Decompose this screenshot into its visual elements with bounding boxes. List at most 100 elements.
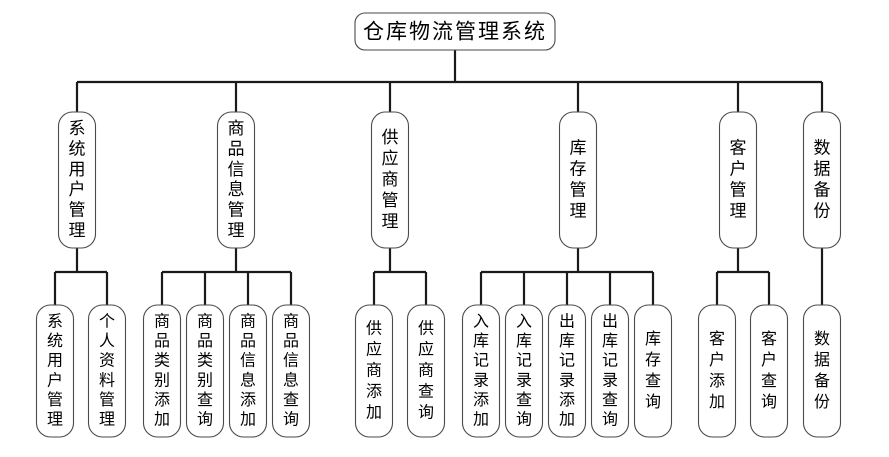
node-label-char: 加 (154, 410, 170, 429)
node-label-char: 商 (366, 361, 382, 380)
leaf-node-box (749, 304, 789, 438)
node-label-char: 询 (283, 410, 299, 429)
node-label-char: 库 (645, 329, 661, 348)
node-label-char: 统 (69, 140, 86, 160)
node-label-char: 商 (240, 311, 256, 330)
node-label-char: 库 (602, 331, 618, 350)
node-label-char: 查 (283, 390, 299, 409)
leaf-node-box (547, 304, 587, 438)
node-label-char: 记 (602, 351, 618, 370)
node-label-char: 理 (47, 410, 63, 429)
leaf-node-box (590, 304, 630, 438)
node-label-char: 品 (283, 331, 299, 350)
node-label-char: 录 (473, 370, 489, 389)
node-label-char: 品 (240, 331, 256, 350)
node-label-char: 户 (47, 370, 63, 389)
node-label-char: 理 (570, 202, 587, 222)
node-label-char: 息 (240, 370, 256, 389)
node-label-char: 品 (228, 140, 245, 160)
node-label-char: 管 (99, 390, 115, 409)
node-label-char: 询 (645, 392, 661, 411)
node-label-char: 户 (761, 350, 777, 369)
node-label-char: 应 (418, 340, 434, 359)
node-label-char: 理 (730, 202, 747, 222)
node-label-char: 管 (228, 201, 245, 221)
node-label-char: 类 (197, 351, 213, 370)
root-node-box (354, 12, 556, 51)
node-label-char: 用 (47, 351, 63, 370)
node-label-char: 录 (602, 370, 618, 389)
root-node-label: 仓库物流管理系统 (363, 20, 547, 44)
node-label-char: 备 (814, 181, 831, 201)
node-label-char: 理 (69, 221, 86, 241)
leaf-node-box (87, 304, 127, 438)
node-label-char: 应 (382, 149, 399, 169)
node-label-char: 用 (69, 160, 86, 180)
node-label-char: 加 (240, 410, 256, 429)
node-label-char: 份 (814, 202, 831, 222)
node-label-char: 数 (814, 139, 831, 159)
node-label-char: 别 (154, 370, 170, 389)
node-label-char: 入 (516, 311, 532, 330)
node-label-char: 出 (602, 311, 618, 330)
node-label-char: 记 (559, 351, 575, 370)
node-label-char: 加 (709, 392, 725, 411)
node-label-char: 存 (570, 160, 587, 180)
node-label-char: 据 (814, 160, 831, 180)
leaf-node-box (228, 304, 268, 438)
node-label-char: 询 (761, 392, 777, 411)
branch-node-box (558, 111, 598, 249)
node-label-char: 管 (47, 390, 63, 409)
node-label-char: 录 (559, 370, 575, 389)
node-label-char: 类 (154, 351, 170, 370)
leaf-node-box (802, 304, 842, 438)
node-label-char: 库 (473, 331, 489, 350)
node-label-char: 备 (814, 371, 830, 390)
node-label-char: 录 (516, 370, 532, 389)
leaf-node-box (633, 304, 673, 438)
node-label-char: 添 (559, 390, 575, 409)
node-label-char: 息 (228, 180, 245, 200)
node-label-char: 统 (47, 331, 63, 350)
leaf-node-box (354, 304, 394, 438)
node-label-char: 户 (69, 180, 86, 200)
node-label-char: 出 (559, 311, 575, 330)
node-root[interactable]: 仓库物流管理系统 (354, 12, 556, 51)
node-label-char: 加 (366, 403, 382, 422)
